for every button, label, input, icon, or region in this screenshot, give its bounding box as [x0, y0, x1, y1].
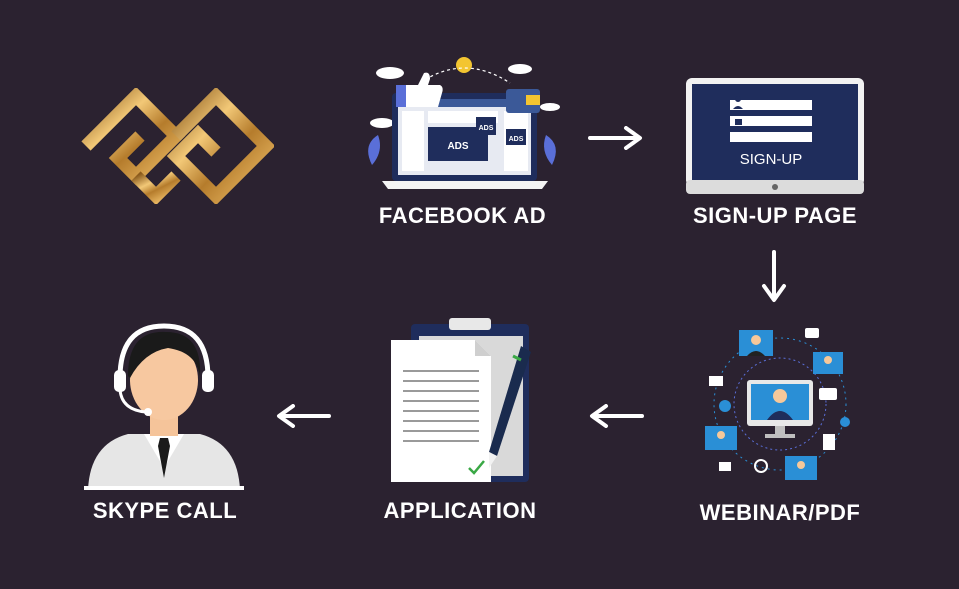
skype-call-label: SKYPE CALL — [92, 498, 238, 523]
arrow-left-icon-2 — [275, 404, 331, 428]
arrow-down-icon — [761, 250, 787, 304]
application-label: APPLICATION — [383, 498, 537, 523]
ads-main-text: ADS — [447, 141, 468, 152]
webinar-illustration — [695, 322, 865, 484]
arrow-left-icon — [588, 404, 644, 428]
facebook-ad-label: FACEBOOK AD — [378, 203, 547, 228]
signup-button-text: SIGN-UP — [740, 151, 803, 168]
arrow-right-icon — [588, 126, 644, 150]
signup-page-illustration: SIGN-UP — [686, 78, 864, 196]
signup-page-label: SIGN-UP PAGE — [692, 203, 858, 228]
facebook-ad-illustration: ADS ADS ADS — [360, 55, 565, 195]
support-agent-illustration — [84, 318, 244, 490]
ads-small-text: ADS — [479, 125, 494, 132]
ads-side-text: ADS — [509, 136, 524, 143]
brand-logo — [78, 88, 274, 204]
application-illustration — [385, 318, 535, 486]
webinar-label: WEBINAR/PDF — [699, 500, 861, 525]
